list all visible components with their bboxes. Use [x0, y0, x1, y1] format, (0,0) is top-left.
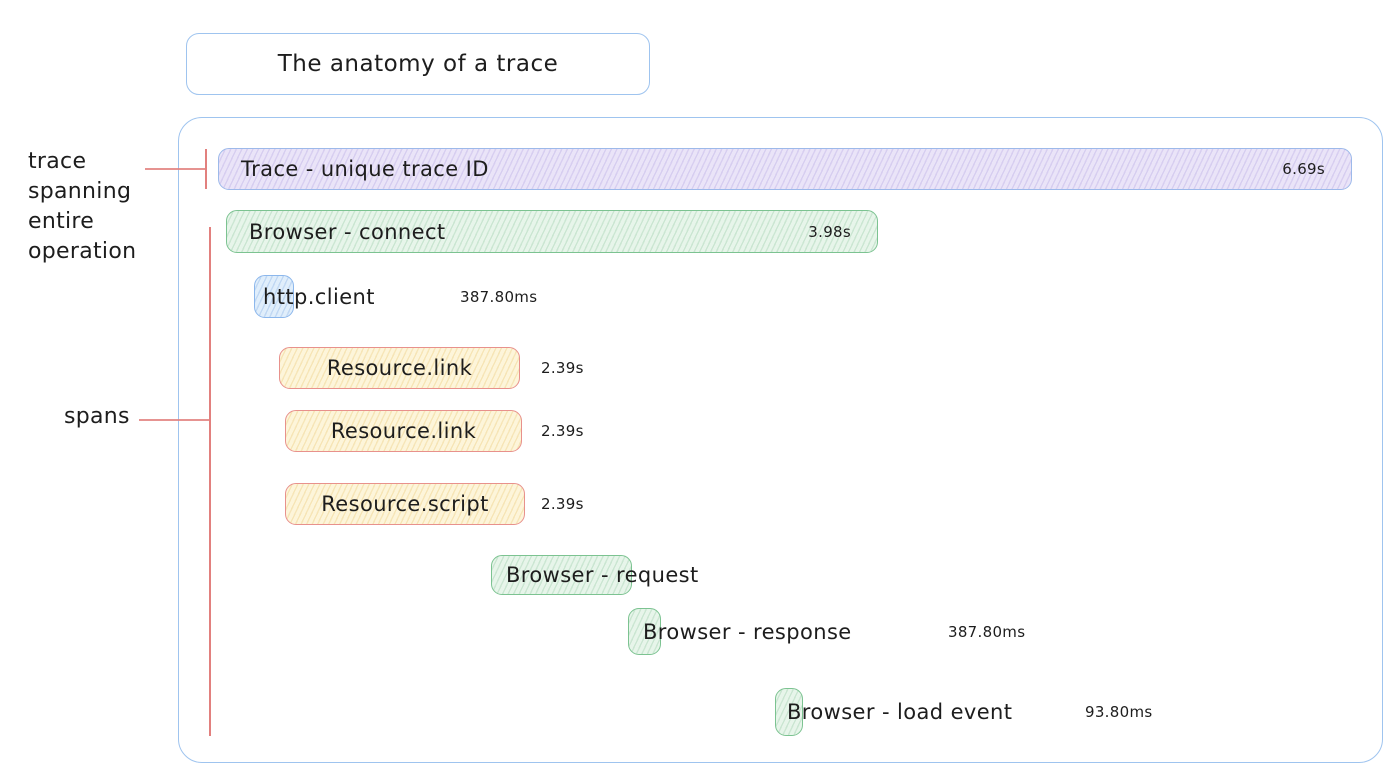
span-trace-duration: 6.69s: [1282, 160, 1325, 178]
trace-annotation-label: trace spanning entire operation: [28, 147, 136, 267]
span-resource-script-duration: 2.39s: [541, 495, 584, 513]
spans-pointer-line: [139, 419, 211, 421]
span-resource-script-label: Resource.script: [321, 492, 489, 516]
trace-pointer-line: [145, 168, 207, 170]
title-box: The anatomy of a trace: [186, 33, 650, 95]
span-resource-link-2-duration: 2.39s: [541, 422, 584, 440]
trace-annotation-line-2: spanning: [28, 179, 132, 204]
spans-annotation-label: spans: [64, 404, 130, 429]
span-http-client[interactable]: [254, 275, 294, 318]
span-http-client-label: http.client: [263, 284, 375, 309]
span-resource-link-2[interactable]: Resource.link: [285, 410, 522, 452]
trace-annotation-line-4: operation: [28, 239, 137, 264]
span-resource-link-1-duration: 2.39s: [541, 359, 584, 377]
span-browser-load-event[interactable]: [775, 688, 803, 736]
span-browser-connect-duration: 3.98s: [808, 222, 851, 241]
span-browser-connect-label: Browser - connect: [249, 219, 446, 244]
span-resource-link-1[interactable]: Resource.link: [279, 347, 520, 389]
span-browser-connect[interactable]: Browser - connect 3.98s: [226, 210, 878, 253]
diagram-title: The anatomy of a trace: [277, 51, 559, 77]
trace-annotation-line-3: entire: [28, 209, 95, 234]
span-browser-response[interactable]: [628, 608, 661, 655]
trace-annotation-line-1: trace: [28, 149, 87, 174]
span-resource-link-1-label: Resource.link: [326, 356, 473, 380]
span-trace-label: Trace - unique trace ID: [241, 157, 489, 181]
span-browser-request[interactable]: [491, 555, 632, 595]
span-resource-script[interactable]: Resource.script: [285, 483, 525, 525]
span-browser-request-label: Browser - request: [506, 563, 699, 587]
trace-pointer-tick: [205, 149, 207, 189]
span-browser-response-label: Browser - response: [643, 619, 852, 644]
span-trace[interactable]: Trace - unique trace ID 6.69s: [218, 148, 1352, 190]
span-http-client-duration: 387.80ms: [460, 287, 538, 306]
span-browser-response-duration: 387.80ms: [948, 622, 1026, 641]
spans-bracket-line: [209, 227, 211, 736]
span-resource-link-2-label: Resource.link: [330, 419, 477, 443]
span-browser-load-event-label: Browser - load event: [787, 700, 1013, 724]
span-browser-load-event-duration: 93.80ms: [1085, 703, 1153, 721]
